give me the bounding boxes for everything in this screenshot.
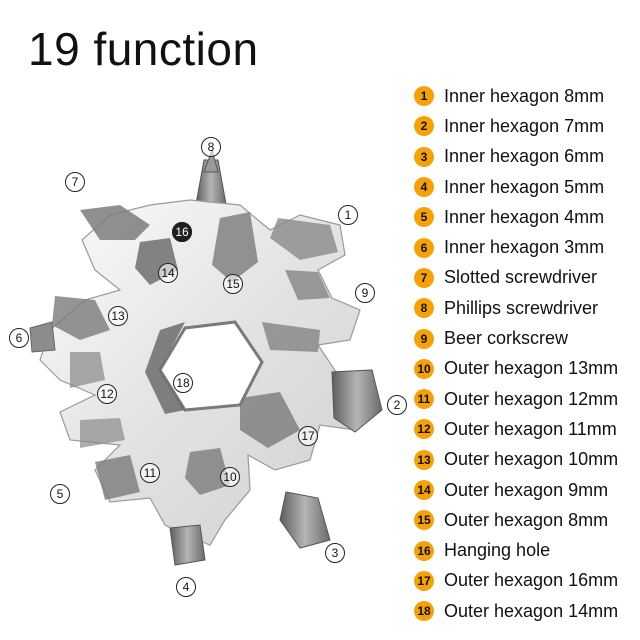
legend-label: Outer hexagon 9mm bbox=[444, 479, 609, 500]
legend-label: Beer corkscrew bbox=[444, 328, 569, 349]
number-badge: 6 bbox=[414, 237, 434, 258]
legend-label: Outer hexagon 16mm bbox=[444, 570, 619, 591]
legend-label: Slotted screwdriver bbox=[444, 267, 598, 288]
number-badge: 5 bbox=[414, 207, 434, 228]
callout-10: 10 bbox=[220, 467, 240, 487]
number-badge: 1 bbox=[414, 86, 434, 107]
legend-item: 18 Outer hexagon 14mm bbox=[414, 596, 618, 626]
legend-item: 2 Inner hexagon 7mm bbox=[414, 111, 618, 141]
number-badge: 3 bbox=[414, 146, 434, 167]
number-badge: 11 bbox=[414, 389, 434, 410]
legend-label: Inner hexagon 7mm bbox=[444, 115, 605, 136]
number-badge: 17 bbox=[414, 570, 434, 591]
number-badge: 16 bbox=[414, 540, 434, 561]
callout-9: 9 bbox=[355, 283, 375, 303]
legend-item: 16 Hanging hole bbox=[414, 535, 618, 565]
legend-label: Inner hexagon 8mm bbox=[444, 85, 605, 106]
number-badge: 15 bbox=[414, 510, 434, 531]
legend-label: Outer hexagon 8mm bbox=[444, 509, 609, 530]
legend-item: 15 Outer hexagon 8mm bbox=[414, 505, 618, 535]
legend-item: 11 Outer hexagon 12mm bbox=[414, 384, 618, 414]
legend-label: Outer hexagon 12mm bbox=[444, 388, 619, 409]
legend-item: 7 Slotted screwdriver bbox=[414, 263, 618, 293]
callout-16: 16 bbox=[172, 222, 192, 242]
legend-item: 14 Outer hexagon 9mm bbox=[414, 475, 618, 505]
legend-item: 17 Outer hexagon 16mm bbox=[414, 566, 618, 596]
legend-label: Outer hexagon 10mm bbox=[444, 449, 619, 470]
callout-15: 15 bbox=[223, 274, 243, 294]
callout-7: 7 bbox=[65, 172, 85, 192]
number-badge: 10 bbox=[414, 358, 434, 379]
number-badge: 4 bbox=[414, 177, 434, 198]
number-badge: 18 bbox=[414, 601, 434, 622]
number-badge: 7 bbox=[414, 267, 434, 288]
legend-item: 4 Inner hexagon 5mm bbox=[414, 172, 618, 202]
legend-label: Inner hexagon 4mm bbox=[444, 206, 605, 227]
legend-item: 6 Inner hexagon 3mm bbox=[414, 232, 618, 262]
callout-5: 5 bbox=[50, 484, 70, 504]
callout-3: 3 bbox=[325, 543, 345, 563]
callout-1: 1 bbox=[338, 205, 358, 225]
callout-13: 13 bbox=[108, 306, 128, 326]
legend-item: 5 Inner hexagon 4mm bbox=[414, 202, 618, 232]
legend-label: Inner hexagon 6mm bbox=[444, 146, 605, 167]
number-badge: 12 bbox=[414, 419, 434, 440]
legend-label: Inner hexagon 3mm bbox=[444, 237, 605, 258]
number-badge: 13 bbox=[414, 449, 434, 470]
callout-14: 14 bbox=[158, 263, 178, 283]
legend-label: Outer hexagon 11mm bbox=[444, 418, 617, 439]
legend-label: Outer hexagon 13mm bbox=[444, 358, 619, 379]
callout-6: 6 bbox=[9, 328, 29, 348]
legend-item: 3 Inner hexagon 6mm bbox=[414, 142, 618, 172]
legend-item: 9 Beer corkscrew bbox=[414, 323, 618, 353]
legend-label: Phillips screwdriver bbox=[444, 297, 599, 318]
legend-item: 12 Outer hexagon 11mm bbox=[414, 414, 618, 444]
callout-18: 18 bbox=[173, 373, 193, 393]
page-title: 19 function bbox=[28, 23, 259, 75]
legend-label: Hanging hole bbox=[444, 540, 551, 561]
legend-item: 13 Outer hexagon 10mm bbox=[414, 445, 618, 475]
callout-4: 4 bbox=[176, 577, 196, 597]
legend-label: Outer hexagon 14mm bbox=[444, 600, 619, 621]
number-badge: 8 bbox=[414, 298, 434, 319]
callout-2: 2 bbox=[387, 395, 407, 415]
callout-8: 8 bbox=[201, 137, 221, 157]
number-badge: 2 bbox=[414, 116, 434, 137]
number-badge: 14 bbox=[414, 480, 434, 500]
callout-17: 17 bbox=[298, 426, 318, 446]
number-badge: 9 bbox=[414, 328, 434, 349]
callout-12: 12 bbox=[97, 384, 117, 404]
legend-label: Inner hexagon 5mm bbox=[444, 176, 605, 197]
callout-11: 11 bbox=[140, 463, 160, 483]
legend-item: 1 Inner hexagon 8mm bbox=[414, 81, 618, 111]
legend-item: 8 Phillips screwdriver bbox=[414, 293, 618, 323]
legend-item: 10 Outer hexagon 13mm bbox=[414, 354, 618, 384]
